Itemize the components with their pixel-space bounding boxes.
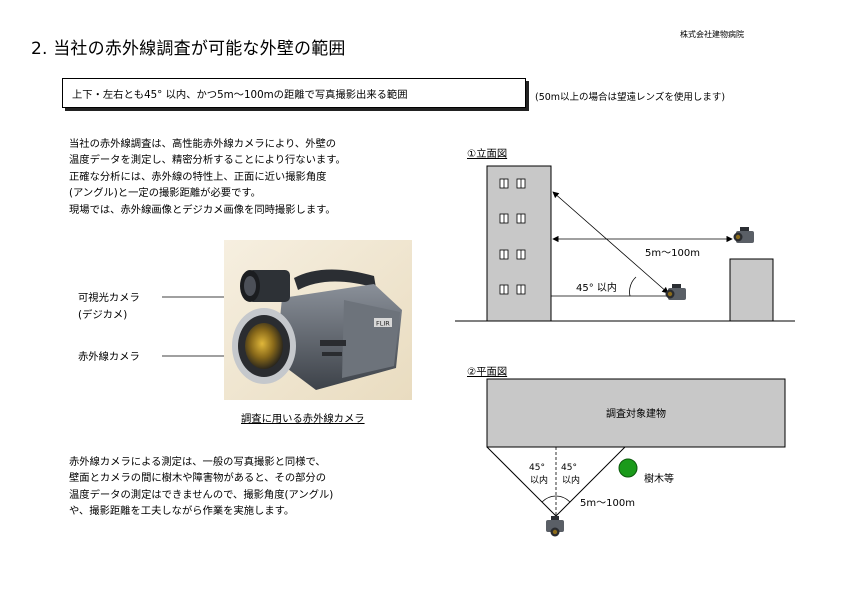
plan-distance-label: 5m〜100m xyxy=(580,498,635,509)
plan-view-line-left xyxy=(486,446,557,517)
infrared-camera-label: 赤外線カメラ xyxy=(78,351,140,363)
elevation-distance-label: 5m〜100m xyxy=(645,248,700,259)
intro-line: 正確な分析には、赤外線の特性上、正面に近い撮影角度 xyxy=(69,170,327,183)
telephoto-note: (50m以上の場合は望遠レンズを使用します) xyxy=(535,92,726,103)
tree-icon xyxy=(618,458,638,478)
building-windows xyxy=(499,178,526,295)
plan-view-line-right xyxy=(555,446,626,517)
camera-brand: FLIR xyxy=(376,320,390,328)
elevation-diagram: 5m〜100m 45° 以内 xyxy=(455,165,795,322)
company-name: 株式会社建物病院 xyxy=(680,30,744,39)
angle-arc xyxy=(629,276,637,297)
bottom-line: 壁面とカメラの間に樹木や障害物があると、その部分の xyxy=(69,472,327,485)
camera-icon xyxy=(546,516,564,537)
camera-caption: 調査に用いる赤外線カメラ xyxy=(241,413,365,425)
condition-text: 上下・左右とも45° 以内、かつ5m〜100mの距離で写真撮影出来る範囲 xyxy=(72,89,408,101)
elevation-building xyxy=(486,165,552,322)
camera-icon xyxy=(665,284,686,300)
bottom-line: や、撮影距離を工夫しながら作業を実施します。 xyxy=(69,505,295,518)
plan-angle-right-bottom: 以内 xyxy=(562,474,580,486)
page-title: 2. 当社の赤外線調査が可能な外壁の範囲 xyxy=(31,39,346,59)
angle-arrow xyxy=(552,191,669,294)
infrared-camera-photo: FLIR xyxy=(224,240,412,400)
intro-line: 温度データを測定し、精密分析することにより行ないます。 xyxy=(69,154,346,167)
elevation-angle-label: 45° 以内 xyxy=(576,281,617,294)
intro-paragraph: 当社の赤外線調査は、高性能赤外線カメラにより、外壁の 温度データを測定し、精密分… xyxy=(69,136,449,218)
plan-angle-left-top: 45° xyxy=(529,463,545,473)
camera-icon xyxy=(733,227,754,243)
visible-camera-sublabel: (デジカメ) xyxy=(78,309,128,321)
intro-line: 現場では、赤外線画像とデジカメ画像を同時撮影します。 xyxy=(69,203,336,216)
intro-line: (アングル)と一定の撮影距離が必要です。 xyxy=(69,187,261,200)
condition-box: 上下・左右とも45° 以内、かつ5m〜100mの距離で写真撮影出来る範囲 xyxy=(62,78,526,108)
plan-title: ②平面図 xyxy=(467,366,508,378)
plan-angle-arc-left xyxy=(541,495,557,503)
elevation-title: ①立面図 xyxy=(467,148,508,160)
plan-angle-left-bottom: 以内 xyxy=(530,474,548,486)
intro-line: 当社の赤外線調査は、高性能赤外線カメラにより、外壁の xyxy=(69,138,337,150)
plan-building-label: 調査対象建物 xyxy=(606,407,666,420)
plan-angle-arc-right xyxy=(555,495,571,503)
plan-diagram: 調査対象建物 45° 以内 45° 以内 樹木等 5m〜100m xyxy=(486,378,786,537)
plan-angle-right-top: 45° xyxy=(561,463,577,473)
plan-building xyxy=(486,378,786,448)
bottom-line: 赤外線カメラによる測定は、一般の写真撮影と同様で、 xyxy=(69,456,326,468)
neighbor-building xyxy=(729,258,774,322)
plan-tree-label: 樹木等 xyxy=(644,472,674,485)
bottom-paragraph: 赤外線カメラによる測定は、一般の写真撮影と同様で、 壁面とカメラの間に樹木や障害… xyxy=(69,454,333,520)
bottom-line: 温度データの測定はできませんので、撮影角度(アングル) xyxy=(69,488,334,501)
visible-camera-label: 可視光カメラ xyxy=(78,292,140,304)
